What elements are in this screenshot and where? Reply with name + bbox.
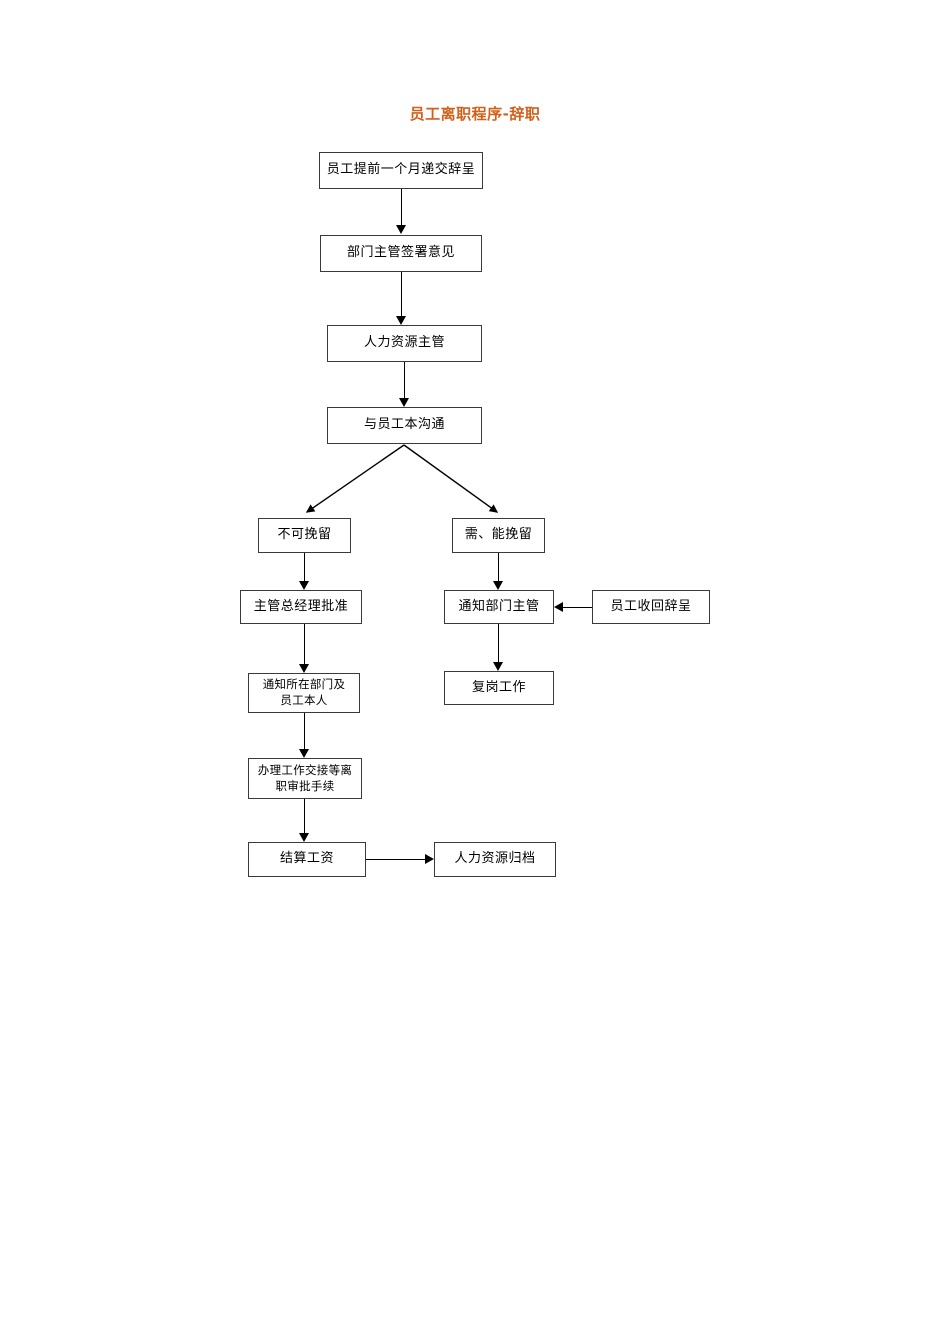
node-cannot-retain[interactable]: 不可挽留 [258,518,351,553]
node-submit-resignation[interactable]: 员工提前一个月递交辞呈 [319,152,483,189]
node-handover-and-approval[interactable]: 办理工作交接等离 职审批手续 [248,758,362,799]
edge-n3-n4-line [404,362,405,398]
edge-n12-n13-line [304,799,305,833]
edge-n13-n14-line [366,859,425,860]
edge-n5-n7-arrow [299,581,309,590]
node-label: 员工收回辞呈 [610,598,692,614]
edge-n13-n14-arrow [425,854,434,864]
node-label: 不可挽留 [277,527,332,543]
node-label: 与员工本沟通 [363,417,445,433]
edge-n5-n7-line [304,553,305,581]
edge-n4-n5 [305,444,405,513]
node-notify-department-and-employee[interactable]: 通知所在部门及 员工本人 [248,673,360,713]
node-label: 通知所在部门及 员工本人 [262,677,346,707]
node-withdraw-resignation[interactable]: 员工收回辞呈 [592,590,710,624]
node-communicate-with-employee[interactable]: 与员工本沟通 [327,407,482,444]
edge-n6-n8-arrow [493,581,503,590]
edge-n7-n10-arrow [299,664,309,673]
page-title: 员工离职程序-辞职 [409,105,541,123]
edge-n6-n8-line [498,553,499,581]
edge-n9-n8-arrow [554,602,563,612]
edge-n2-n3-line [401,272,402,316]
edge-n9-n8-line [563,607,592,608]
node-department-head-sign[interactable]: 部门主管签署意见 [320,235,482,272]
node-return-to-post[interactable]: 复岗工作 [444,671,554,705]
edge-n12-n13-arrow [299,833,309,842]
edge-n10-n12-arrow [299,749,309,758]
node-label: 需、能挽留 [464,527,533,543]
node-can-retain[interactable]: 需、能挽留 [452,518,545,553]
edge-n4-n6 [403,444,499,513]
node-label: 员工提前一个月递交辞呈 [326,162,476,178]
node-label: 结算工资 [279,851,334,867]
edge-n10-n12-line [304,713,305,749]
edge-n2-n3-arrow [396,316,406,325]
edge-n7-n10-line [304,624,305,664]
node-hr-archive[interactable]: 人力资源归档 [434,842,556,877]
node-label: 部门主管签署意见 [346,245,455,261]
node-notify-department-head[interactable]: 通知部门主管 [444,590,554,624]
edge-n8-n11-line [498,624,499,662]
edge-n3-n4-arrow [399,398,409,407]
node-label: 主管总经理批准 [253,598,349,614]
node-label: 人力资源主管 [363,335,445,351]
node-label: 复岗工作 [471,679,526,695]
node-label: 通知部门主管 [458,598,540,614]
node-label: 办理工作交接等离 职审批手续 [257,762,353,793]
node-label: 人力资源归档 [454,851,536,867]
node-settle-salary[interactable]: 结算工资 [248,842,366,877]
edge-n1-n2-line [401,189,402,225]
edge-n1-n2-arrow [396,225,406,234]
node-hr-manager[interactable]: 人力资源主管 [327,325,482,362]
edge-n8-n11-arrow [493,662,503,671]
node-gm-approval[interactable]: 主管总经理批准 [240,590,362,624]
